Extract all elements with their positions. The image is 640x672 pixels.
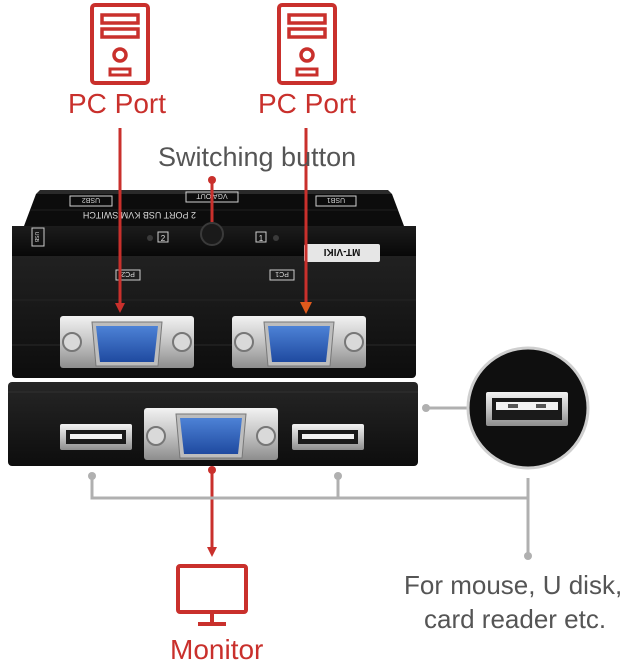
- vga-port-pc1: [232, 316, 366, 368]
- device-model-text: 2 PORT USB KVM SWITCH: [83, 210, 196, 220]
- switching-button-label: Switching button: [158, 142, 357, 172]
- pc-tower-icon: [90, 3, 150, 85]
- label-pc1: PC1: [275, 270, 289, 277]
- label-usb2: USB2: [82, 196, 100, 203]
- usb-port-right: [292, 424, 364, 450]
- monitor-icon: [176, 564, 248, 626]
- brand-text: MT-VIKI: [323, 246, 360, 257]
- led-2-label: 2: [161, 234, 166, 243]
- side-usb-label: USB: [33, 232, 39, 243]
- pc-port-label-2: PC Port: [258, 88, 357, 119]
- usb-description-line1: For mouse, U disk,: [404, 570, 623, 600]
- vga-port-pc2: [60, 316, 194, 368]
- switching-button[interactable]: [200, 222, 224, 246]
- usb-description-line2: card reader etc.: [424, 604, 607, 634]
- label-pc2: PC2: [121, 270, 135, 277]
- usb-port-left: [60, 424, 132, 450]
- kvm-switch-device: 2 PORT USB KVM SWITCH USB2 VGA OUT USB1 …: [8, 190, 418, 466]
- vga-port-monitor: [144, 408, 278, 460]
- brand-plate: [304, 244, 380, 262]
- led-1-label: 1: [259, 234, 264, 243]
- monitor-label: Monitor: [170, 634, 264, 665]
- pc-port-label-1: PC Port: [68, 88, 167, 119]
- usb-port-magnified-icon: [466, 346, 590, 470]
- label-usb1: USB1: [327, 196, 345, 203]
- pc-tower-icon: [277, 3, 337, 85]
